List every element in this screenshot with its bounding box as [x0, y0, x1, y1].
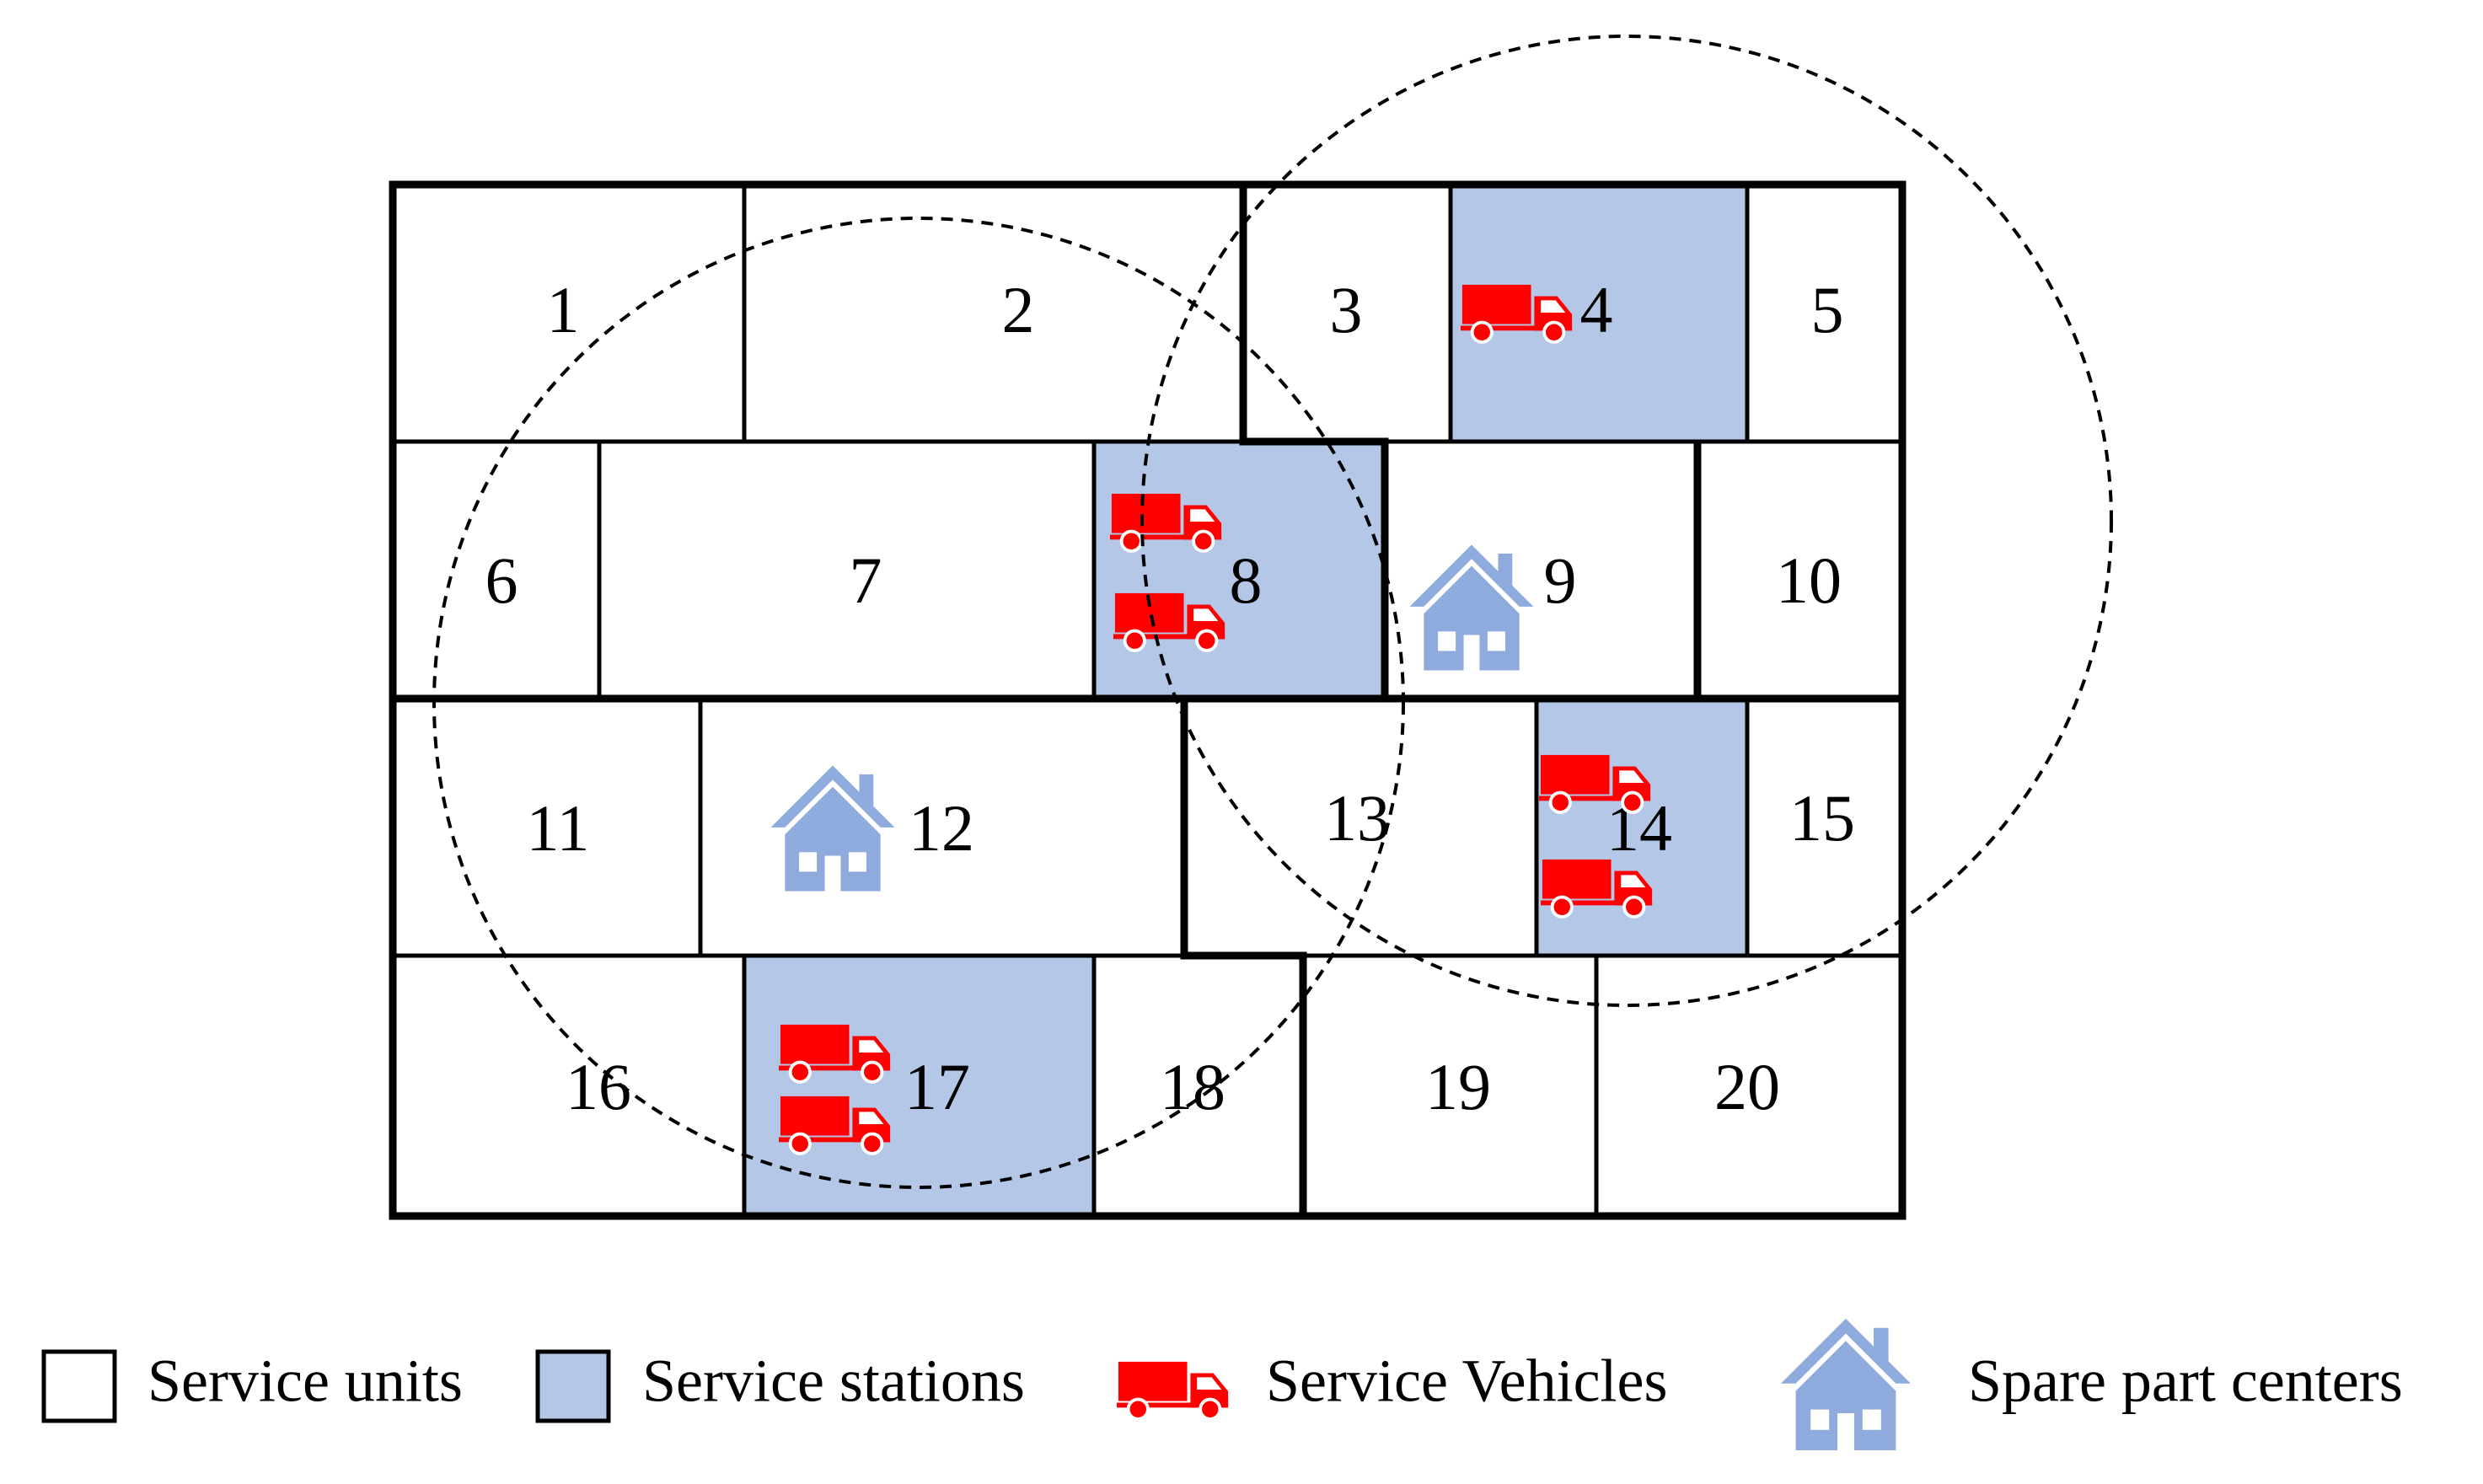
unit-label-13: 13 — [1324, 781, 1390, 855]
unit-cell-10 — [1695, 439, 1905, 701]
coverage-areas — [432, 35, 2113, 1189]
legend-service-vehicles-label: Service Vehicles — [1266, 1347, 1668, 1415]
coverage-circle-left — [432, 217, 1405, 1189]
unit-label-17: 17 — [904, 1050, 970, 1123]
legend-service-station-swatch — [535, 1349, 611, 1423]
unit-label-10: 10 — [1776, 544, 1842, 617]
unit-label-5: 5 — [1811, 273, 1844, 346]
unit-label-18: 18 — [1160, 1050, 1225, 1123]
unit-label-19: 19 — [1425, 1050, 1491, 1123]
unit-label-3: 3 — [1330, 273, 1363, 346]
unit-label-11: 11 — [526, 791, 589, 865]
unit-cell-7 — [597, 439, 1097, 701]
unit-cell-1 — [390, 182, 747, 444]
unit-cell-20 — [1594, 953, 1905, 1219]
unit-cell-18 — [1091, 953, 1306, 1219]
region-boundary-lower-middle — [1180, 699, 1307, 1216]
unit-label-4: 4 — [1580, 273, 1613, 346]
unit-label-1: 1 — [547, 273, 580, 346]
legend-house-icon — [1781, 1318, 1911, 1450]
unit-label-8: 8 — [1230, 544, 1263, 617]
legend-service-stations-label: Service stations — [642, 1347, 1025, 1415]
unit-label-15: 15 — [1789, 781, 1855, 855]
legend: Service units Service stations Service V… — [41, 1318, 2403, 1450]
region-boundaries — [389, 180, 1906, 1220]
unit-label-2: 2 — [1002, 273, 1035, 346]
coverage-circle-right — [1140, 35, 2113, 1007]
legend-service-unit-swatch — [41, 1349, 117, 1423]
legend-service-units-label: Service units — [147, 1347, 463, 1415]
legend-spare-part-centers-label: Spare part centers — [1968, 1347, 2403, 1415]
unit-cell-2 — [742, 182, 1246, 444]
legend-truck-icon — [1117, 1359, 1231, 1421]
unit-label-12: 12 — [909, 791, 974, 865]
unit-label-20: 20 — [1714, 1050, 1780, 1123]
region-boundary-upper-right — [1239, 185, 1902, 703]
unit-label-6: 6 — [485, 544, 518, 617]
unit-label-9: 9 — [1544, 544, 1577, 617]
unit-label-7: 7 — [850, 544, 882, 617]
